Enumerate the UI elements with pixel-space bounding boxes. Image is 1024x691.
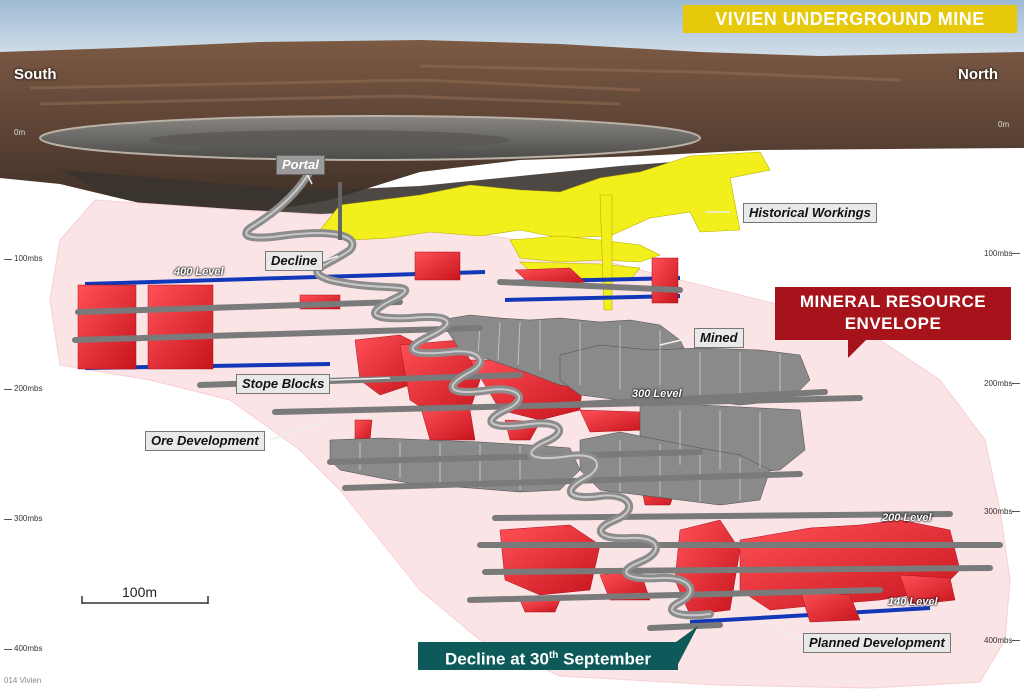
depth-tick-left-200	[4, 389, 12, 390]
ore-development	[72, 279, 1003, 631]
terrain-bands	[29, 64, 901, 106]
depth-right-300: 300mbs	[984, 507, 1013, 516]
depth-right-400: 400mbs	[984, 636, 1013, 645]
stope-blocks-callout: Stope Blocks	[236, 374, 331, 394]
depth-right-100: 100mbs	[984, 249, 1013, 258]
resource-envelope-line2: ENVELOPE	[844, 314, 942, 333]
pit-wall	[60, 160, 700, 216]
historical-workings	[319, 151, 771, 311]
decline-banner-prefix: Decline at 30	[445, 649, 549, 669]
depth-tick-left-100	[4, 259, 12, 260]
decline-spiral-highlight	[245, 167, 711, 617]
resource-envelope-line1: MINERAL RESOURCE	[799, 292, 987, 311]
page-title: VIVIEN UNDERGROUND MINE	[715, 9, 985, 29]
south-label: South	[14, 66, 57, 83]
historical-workings-callout: Historical Workings	[743, 203, 877, 223]
level-200-label: 200 Level	[882, 512, 932, 524]
scale-bar	[81, 596, 209, 604]
footer-text: 014 Vivien	[4, 676, 42, 685]
surface-marker-left: 0m	[14, 128, 26, 137]
depth-tick-right-300	[1012, 511, 1020, 512]
north-label: North	[958, 66, 998, 83]
depth-left-300: 300mbs	[14, 514, 43, 523]
level-400-label: 400 Level	[174, 266, 224, 278]
resource-box-pointer	[848, 340, 866, 358]
portal-callout: Portal	[276, 155, 325, 175]
depth-left-400: 400mbs	[14, 644, 43, 653]
planned-development-callout: Planned Development	[803, 633, 951, 653]
title-box	[683, 5, 1017, 33]
decline-banner: Decline at 30th September	[418, 642, 678, 670]
resource-envelope-box: MINERAL RESOURCE ENVELOPE	[775, 287, 1011, 340]
depth-tick-left-400	[4, 649, 12, 650]
depth-tick-right-200	[1012, 383, 1020, 384]
depth-tick-right-400	[1012, 640, 1020, 641]
mined-callout: Mined	[694, 328, 744, 348]
decline-callout: Decline	[265, 251, 324, 271]
ore-development-callout: Ore Development	[145, 431, 265, 451]
open-pit-floor	[150, 130, 510, 150]
mined-workings	[329, 314, 811, 506]
depth-right-200: 200mbs	[984, 379, 1013, 388]
level-140-label: 140 Level	[888, 596, 938, 608]
decline-banner-sup: th	[548, 650, 559, 661]
leader-lines	[269, 171, 801, 641]
surface-marker-right: 0m	[998, 120, 1010, 129]
depth-tick-right-100	[1012, 253, 1020, 254]
decline-banner-suffix: September	[558, 649, 651, 669]
depth-tick-left-300	[4, 519, 12, 520]
scale-bar-label: 100m	[122, 584, 158, 600]
depth-left-100: 100mbs	[14, 254, 43, 263]
decline-banner-pointer	[676, 626, 698, 668]
depth-left-200: 200mbs	[14, 384, 43, 393]
level-300-label: 300 Level	[632, 388, 682, 400]
